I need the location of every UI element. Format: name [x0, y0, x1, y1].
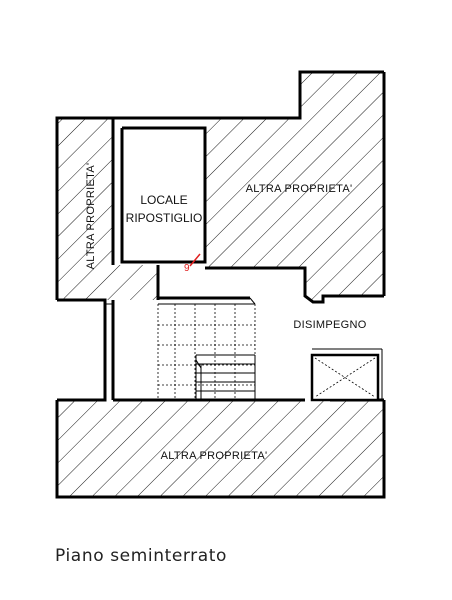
staircase — [157, 304, 256, 400]
label-altra-proprieta-right: ALTRA PROPRIETA' — [246, 183, 353, 195]
label-ripostiglio: RIPOSTIGLIO — [126, 211, 203, 225]
section-marker: 9 — [184, 253, 201, 274]
shaft-box — [310, 348, 383, 402]
section-marker-label: 9 — [184, 263, 190, 274]
stair-run — [195, 354, 256, 400]
label-locale: LOCALE — [140, 193, 187, 207]
section-marker-line — [189, 253, 201, 267]
label-altra-proprieta-left: ALTRA PROPRIETA' — [85, 163, 97, 270]
right-other-property-hatch — [205, 72, 384, 302]
left-other-property-hatch — [57, 118, 113, 300]
label-disimpegno: DISIMPEGNO — [293, 319, 366, 331]
bottom-other-property-hatch — [57, 400, 384, 497]
left-lower-hatch — [113, 265, 158, 300]
label-altra-proprieta-bottom: ALTRA PROPRIETA' — [161, 450, 268, 462]
hatched-regions — [57, 72, 384, 497]
plan-caption: Piano seminterrato — [55, 546, 227, 566]
